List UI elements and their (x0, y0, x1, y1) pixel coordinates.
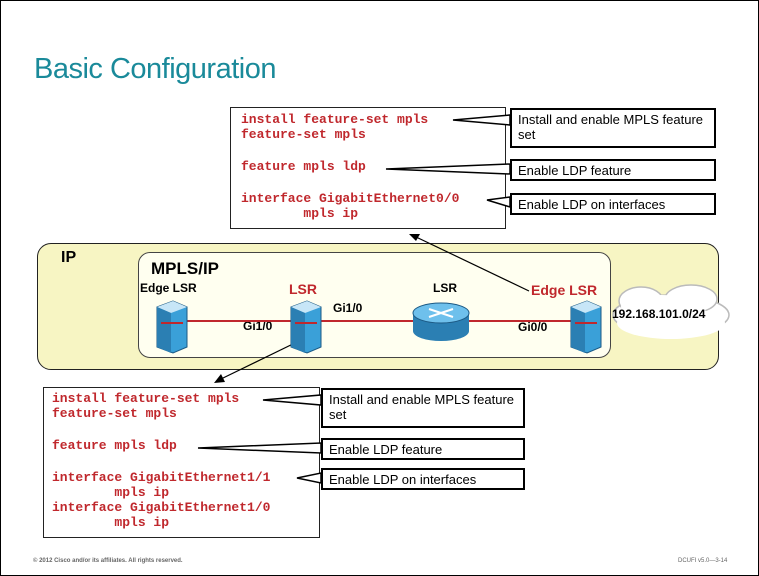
bottom-code-line-7: mpls ip (52, 515, 170, 530)
arrow-edge-to-top-config (413, 235, 530, 292)
bottom-callout-ldp: Enable LDP feature (321, 438, 525, 460)
footer-course: DCUFI v5.0—3-14 (678, 558, 728, 564)
mpls-label: MPLS/IP (151, 259, 220, 278)
top-code-line-3: feature mpls ldp (241, 159, 366, 174)
bottom-callout-interfaces: Enable LDP on interfaces (321, 468, 525, 490)
bottom-callout-feature-set: Install and enable MPLS feature set (321, 388, 525, 428)
top-code-line-5: mpls ip (241, 206, 359, 221)
top-callout-interfaces: Enable LDP on interfaces (510, 193, 716, 215)
bottom-code-line-2: feature-set mpls (52, 406, 177, 421)
edge-lsr-right-switch-icon (570, 300, 602, 354)
arrow-head-top (409, 234, 420, 241)
bottom-code-line-3: feature mpls ldp (52, 438, 177, 453)
edge-lsr-left-label: Edge LSR (140, 281, 197, 295)
bottom-code-line-4: interface GigabitEthernet1/1 (52, 470, 271, 485)
mpls-region (138, 252, 611, 358)
edge-lsr-left-switch-icon (156, 300, 188, 354)
bottom-code-line-1: install feature-set mpls (52, 391, 240, 406)
gi1-0-left-label: Gi1/0 (243, 319, 273, 333)
arrow-head-bottom (214, 374, 225, 383)
cloud-icon (612, 284, 730, 339)
top-code-line-1: install feature-set mpls (241, 112, 429, 127)
lsr-middle-router-icon (412, 302, 470, 341)
bottom-code-line-6: interface GigabitEthernet1/0 (52, 500, 271, 515)
edge-lsr-right-label: Edge LSR (531, 282, 598, 298)
arrow-lsr-to-bottom-config (220, 340, 300, 380)
lsr-left-switch-icon (290, 300, 322, 354)
bottom-code-box (43, 387, 320, 538)
bottom-pointer-2 (197, 442, 322, 454)
top-code-line-4: interface GigabitEthernet0/0 (241, 191, 460, 206)
bottom-pointer-1 (262, 394, 322, 406)
gi0-0-label: Gi0/0 (518, 320, 548, 334)
lsr-left-label: LSR (289, 281, 317, 297)
gi1-0-right-label: Gi1/0 (333, 301, 363, 315)
subnet-label: 192.168.101.0/24 (612, 307, 706, 321)
top-callout-feature-set: Install and enable MPLS feature set (510, 108, 716, 148)
lsr-middle-label: LSR (433, 281, 457, 295)
top-pointer-3 (486, 196, 511, 209)
page-title: Basic Configuration (34, 53, 276, 85)
bottom-pointer-3 (296, 472, 322, 484)
top-pointer-1 (452, 114, 511, 126)
top-pointer-2 (385, 163, 511, 175)
top-callout-ldp: Enable LDP feature (510, 159, 716, 181)
top-code-line-2: feature-set mpls (241, 127, 366, 142)
ip-label: IP (61, 249, 77, 266)
footer-copyright: © 2012 Cisco and/or its affiliates. All … (33, 558, 183, 564)
bottom-code-line-5: mpls ip (52, 485, 170, 500)
